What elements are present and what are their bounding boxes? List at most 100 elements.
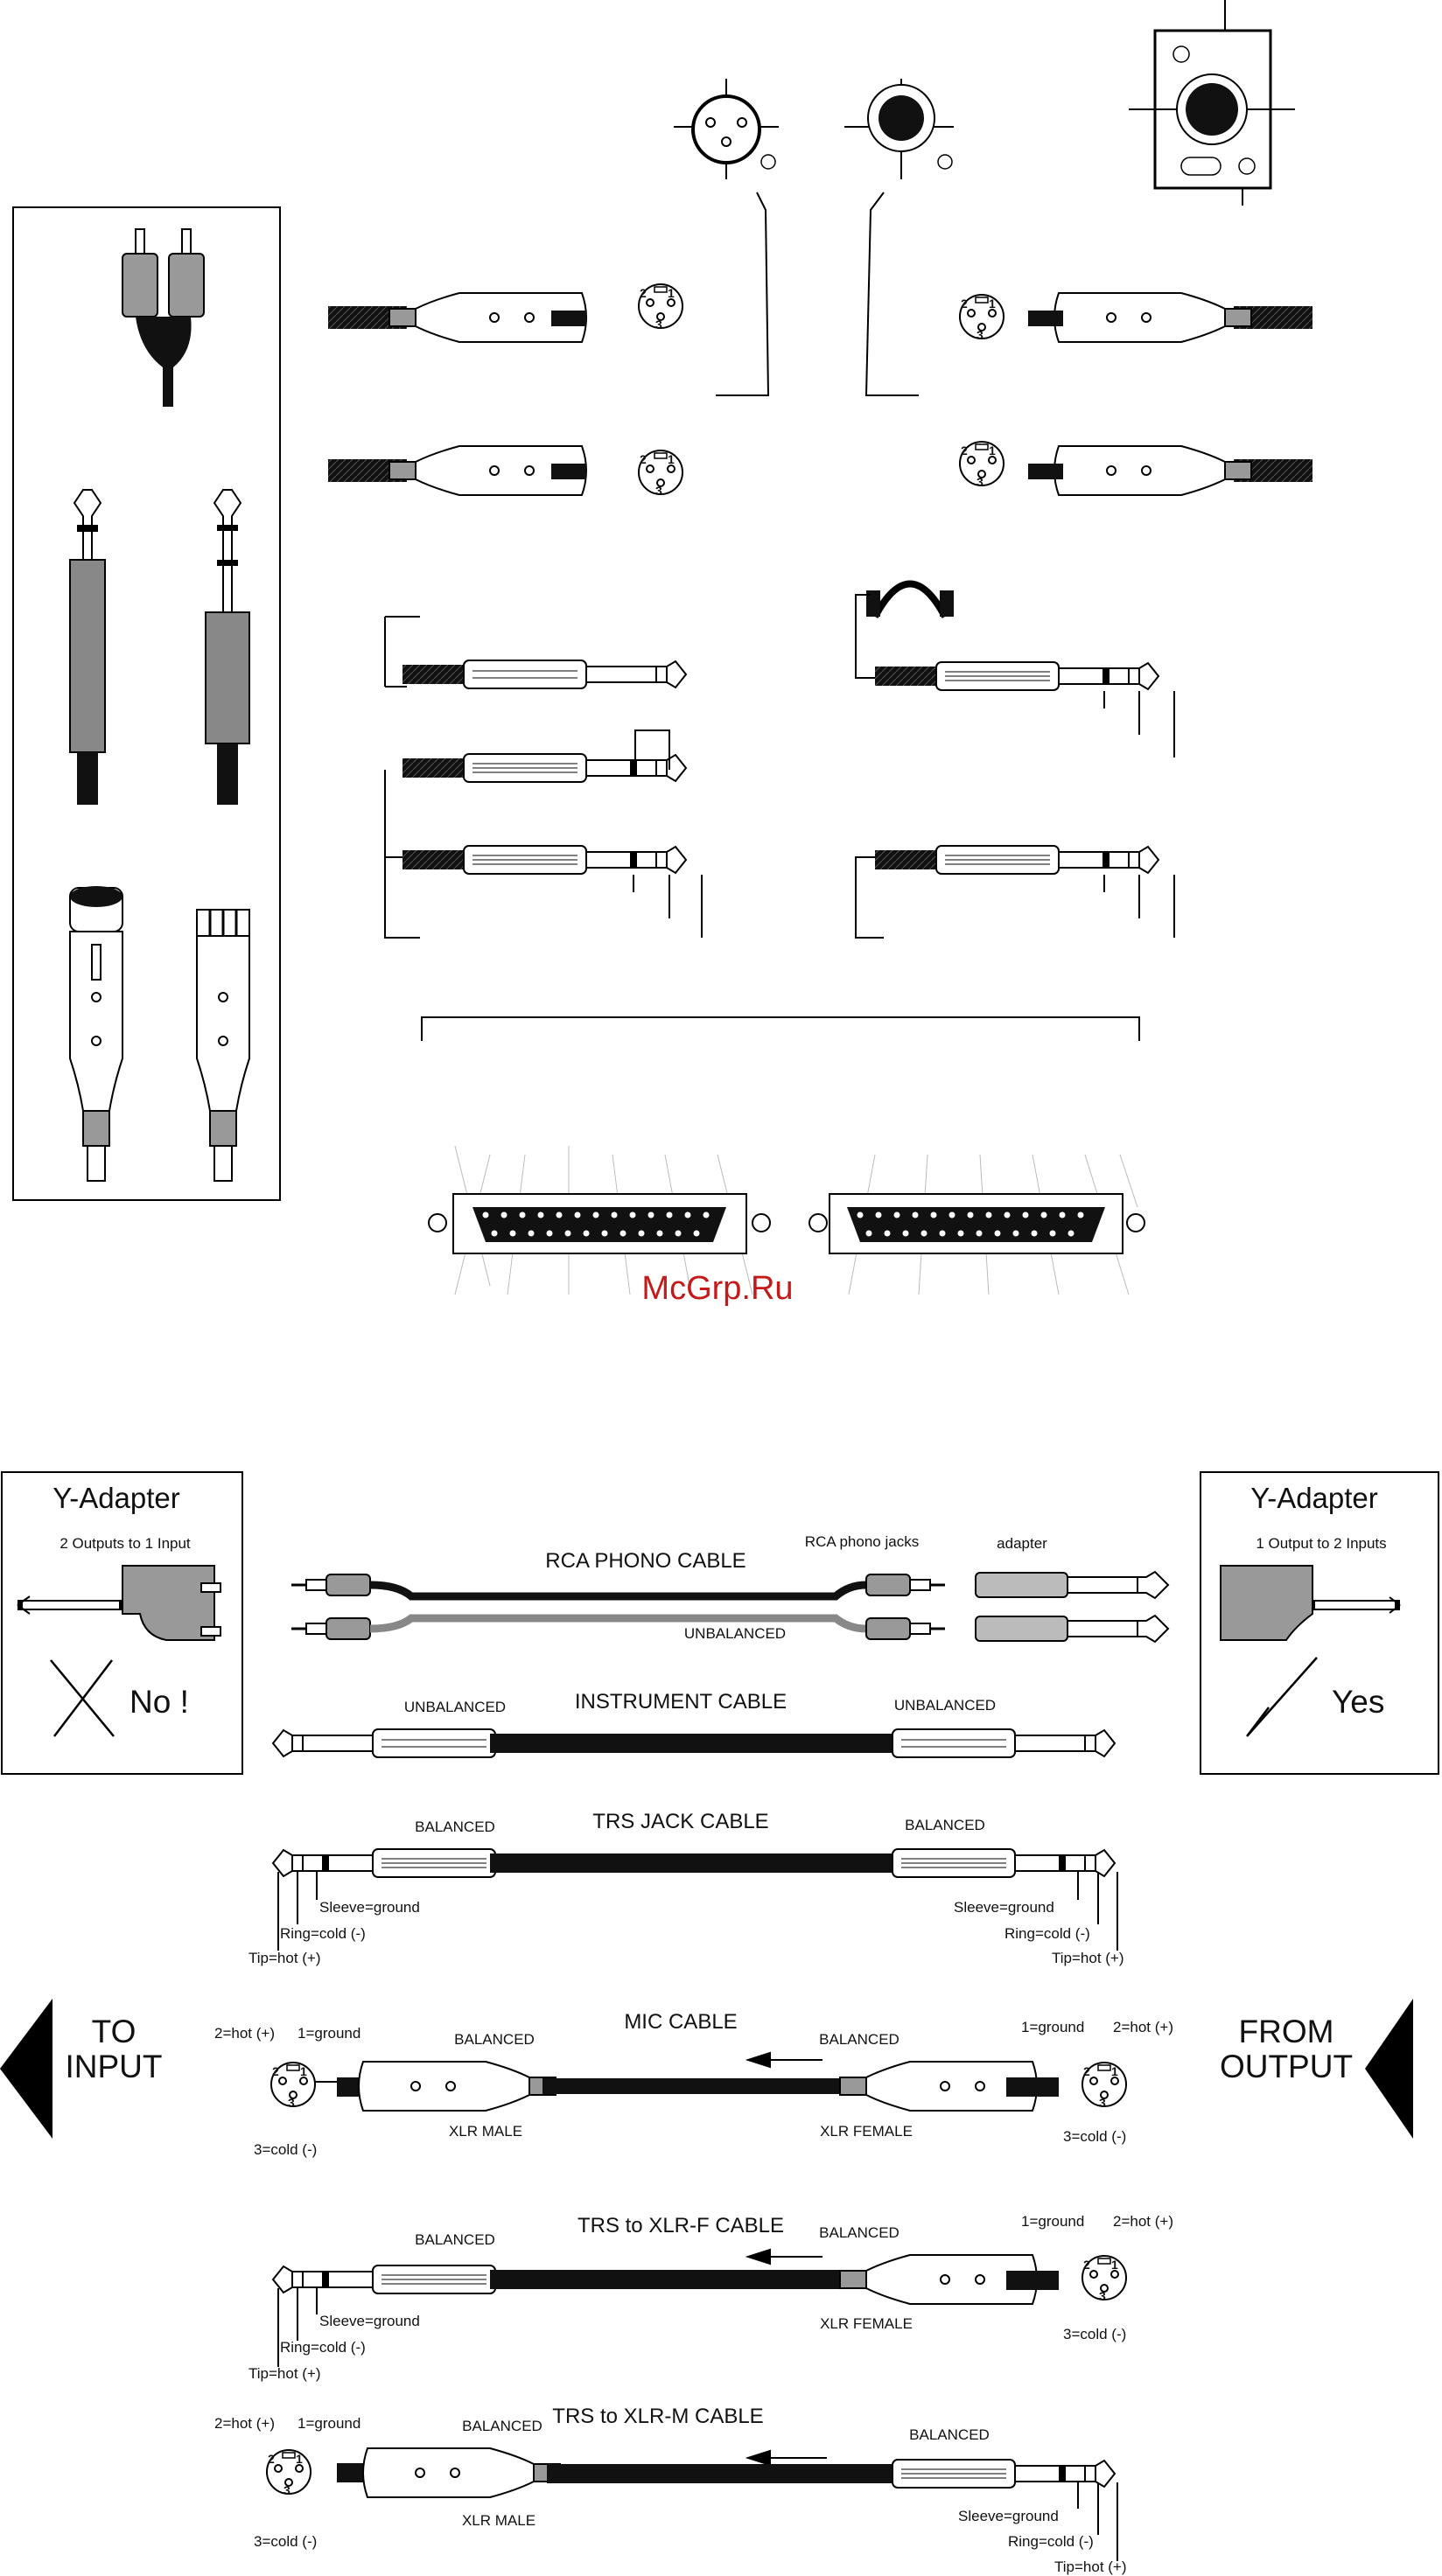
trs-xlrm-sleeve: Sleeve=ground [958, 2508, 1059, 2524]
mic-cold-right: 3=cold (-) [1063, 2128, 1126, 2145]
db25-pin [939, 1230, 946, 1237]
xlr-pin-number: 2 [1083, 2064, 1090, 2078]
y-adapter-left-title: Y-Adapter [52, 1482, 180, 1514]
mic-right-label: BALANCED [819, 2031, 900, 2048]
db25-pin [703, 1211, 710, 1218]
db25-pin [930, 1211, 937, 1218]
db25-pin [592, 1211, 599, 1218]
db25-pin [629, 1211, 636, 1218]
db25-pin [648, 1211, 654, 1218]
db25-pin [1022, 1211, 1029, 1218]
xlr-pin-number: 3 [655, 318, 662, 332]
xlr-pin-number: 1 [300, 2064, 307, 2078]
db25-pin [528, 1230, 535, 1237]
mic-ground-left: 1=ground [298, 2025, 360, 2042]
db25-pin [556, 1211, 563, 1218]
from-output-line1: FROM [1239, 2014, 1334, 2049]
trs-xlrf-hot: 2=hot (+) [1113, 2213, 1173, 2230]
db25-pin [1040, 1211, 1047, 1218]
trs-jack-cable: TRS JACK CABLE BALANCED BALANCED Sleeve=… [248, 1810, 1124, 1966]
db25-pin [500, 1211, 508, 1218]
xlr-pin-number: 1 [1111, 2258, 1118, 2272]
trs-xlrf-female-label: XLR FEMALE [820, 2315, 913, 2332]
xlr-pin-number: 3 [976, 328, 984, 342]
jack-plugs-drawing [69, 489, 250, 805]
instrument-cable: INSTRUMENT CABLE UNBALANCED UNBALANCED [272, 1690, 1116, 1758]
yes-label: Yes [1332, 1684, 1384, 1720]
db25-pin [693, 1230, 700, 1237]
xlr-pin-number: 3 [1099, 2289, 1106, 2303]
trs-ring-left: Ring=cold (-) [280, 1925, 366, 1942]
xlr-pin-number: 2 [961, 297, 968, 311]
trs-xlrf-sleeve: Sleeve=ground [319, 2313, 420, 2329]
y-adapter-right: Y-Adapter 1 Output to 2 Inputs Yes [1200, 1471, 1439, 1775]
db25-pin [875, 1211, 882, 1218]
trs-tip-right: Tip=hot (+) [1052, 1950, 1124, 1966]
mic-ground-right: 1=ground [1021, 2019, 1084, 2035]
db25-pin [638, 1230, 645, 1237]
db25-pin [1004, 1211, 1011, 1218]
rca-title: RCA PHONO CABLE [545, 1549, 746, 1573]
db25-pin [1049, 1230, 1056, 1237]
db25-pin [1012, 1230, 1019, 1237]
trs-xlrf-title: TRS to XLR-F CABLE [578, 2214, 784, 2237]
db25-connectors [421, 1016, 1145, 1295]
xlr-pin-number: 3 [288, 2096, 295, 2110]
no-label: No ! [130, 1684, 189, 1720]
db25-pin [601, 1230, 608, 1237]
db25-pin [666, 1211, 673, 1218]
db25-pin [491, 1230, 498, 1237]
mic-left-label: BALANCED [454, 2031, 535, 2048]
from-output-line2: OUTPUT [1220, 2049, 1353, 2084]
trs-xlrm-male-label: XLR MALE [462, 2512, 536, 2529]
trs-sleeve-left: Sleeve=ground [319, 1899, 420, 1916]
db25-pin [509, 1230, 516, 1237]
mic-title: MIC CABLE [624, 2010, 737, 2034]
xlr-pin-number: 2 [640, 286, 647, 300]
db25-pin [893, 1211, 900, 1218]
xlr-pin-number: 3 [655, 484, 662, 498]
xlr-pin-number: 1 [989, 443, 996, 457]
db25-pin [684, 1211, 691, 1218]
to-input-line1: TO [92, 2014, 136, 2049]
trs-xlrm-cold: 3=cold (-) [254, 2533, 317, 2550]
xlr-pin-number: 2 [961, 443, 968, 457]
watermark: McGrp.Ru [641, 1270, 793, 1307]
mic-male-label: XLR MALE [449, 2123, 522, 2140]
direction-indicators: TO INPUT FROM OUTPUT [0, 1999, 1413, 2139]
instrument-title: INSTRUMENT CABLE [575, 1690, 787, 1714]
db25-pin [967, 1211, 974, 1218]
y-adapter-right-title: Y-Adapter [1250, 1482, 1378, 1514]
db25-pin [611, 1211, 618, 1218]
xlr-pin-number: 1 [1111, 2064, 1118, 2078]
db25-pin [994, 1230, 1001, 1237]
upper-section: McGrp.Ru [12, 0, 1312, 1307]
db25-pin [857, 1211, 864, 1218]
xlr-pin-number: 2 [640, 452, 647, 466]
rca-pair-drawing [122, 228, 205, 407]
mic-hot-left: 2=hot (+) [214, 2025, 275, 2042]
trs-tip-left: Tip=hot (+) [248, 1950, 321, 1966]
db25-pin [1059, 1211, 1066, 1218]
y-adapter-left: Y-Adapter 2 Outputs to 1 Input No ! [1, 1471, 243, 1775]
db25-pin [482, 1211, 489, 1218]
xlr-pin-number: 1 [989, 297, 996, 311]
y-adapter-left-subtitle: 2 Outputs to 1 Input [60, 1535, 191, 1552]
trs-xlrm-right-label: BALANCED [909, 2426, 990, 2443]
db25-pin [519, 1211, 526, 1218]
xlr-socket-faces [674, 0, 1295, 396]
db25-pin [948, 1211, 956, 1218]
xlr-pin-number: 1 [296, 2452, 303, 2466]
trs-right-label: BALANCED [905, 1817, 985, 1833]
trs-to-xlrm-cable: TRS to XLR-M CABLE BALANCED BALANCED XLR… [214, 2405, 1127, 2575]
lower-section: Y-Adapter 2 Outputs to 1 Input No ! Y-Ad… [0, 286, 1439, 2575]
db25-pin [537, 1211, 544, 1218]
trs-xlrf-ground: 1=ground [1021, 2213, 1084, 2230]
upper-xlr-cables [328, 283, 1312, 496]
db25-pin [620, 1230, 626, 1237]
xlr-pin-number: 2 [1083, 2258, 1090, 2272]
trs-xlrf-arrow-icon [745, 2248, 822, 2265]
db25-pin [976, 1230, 983, 1237]
